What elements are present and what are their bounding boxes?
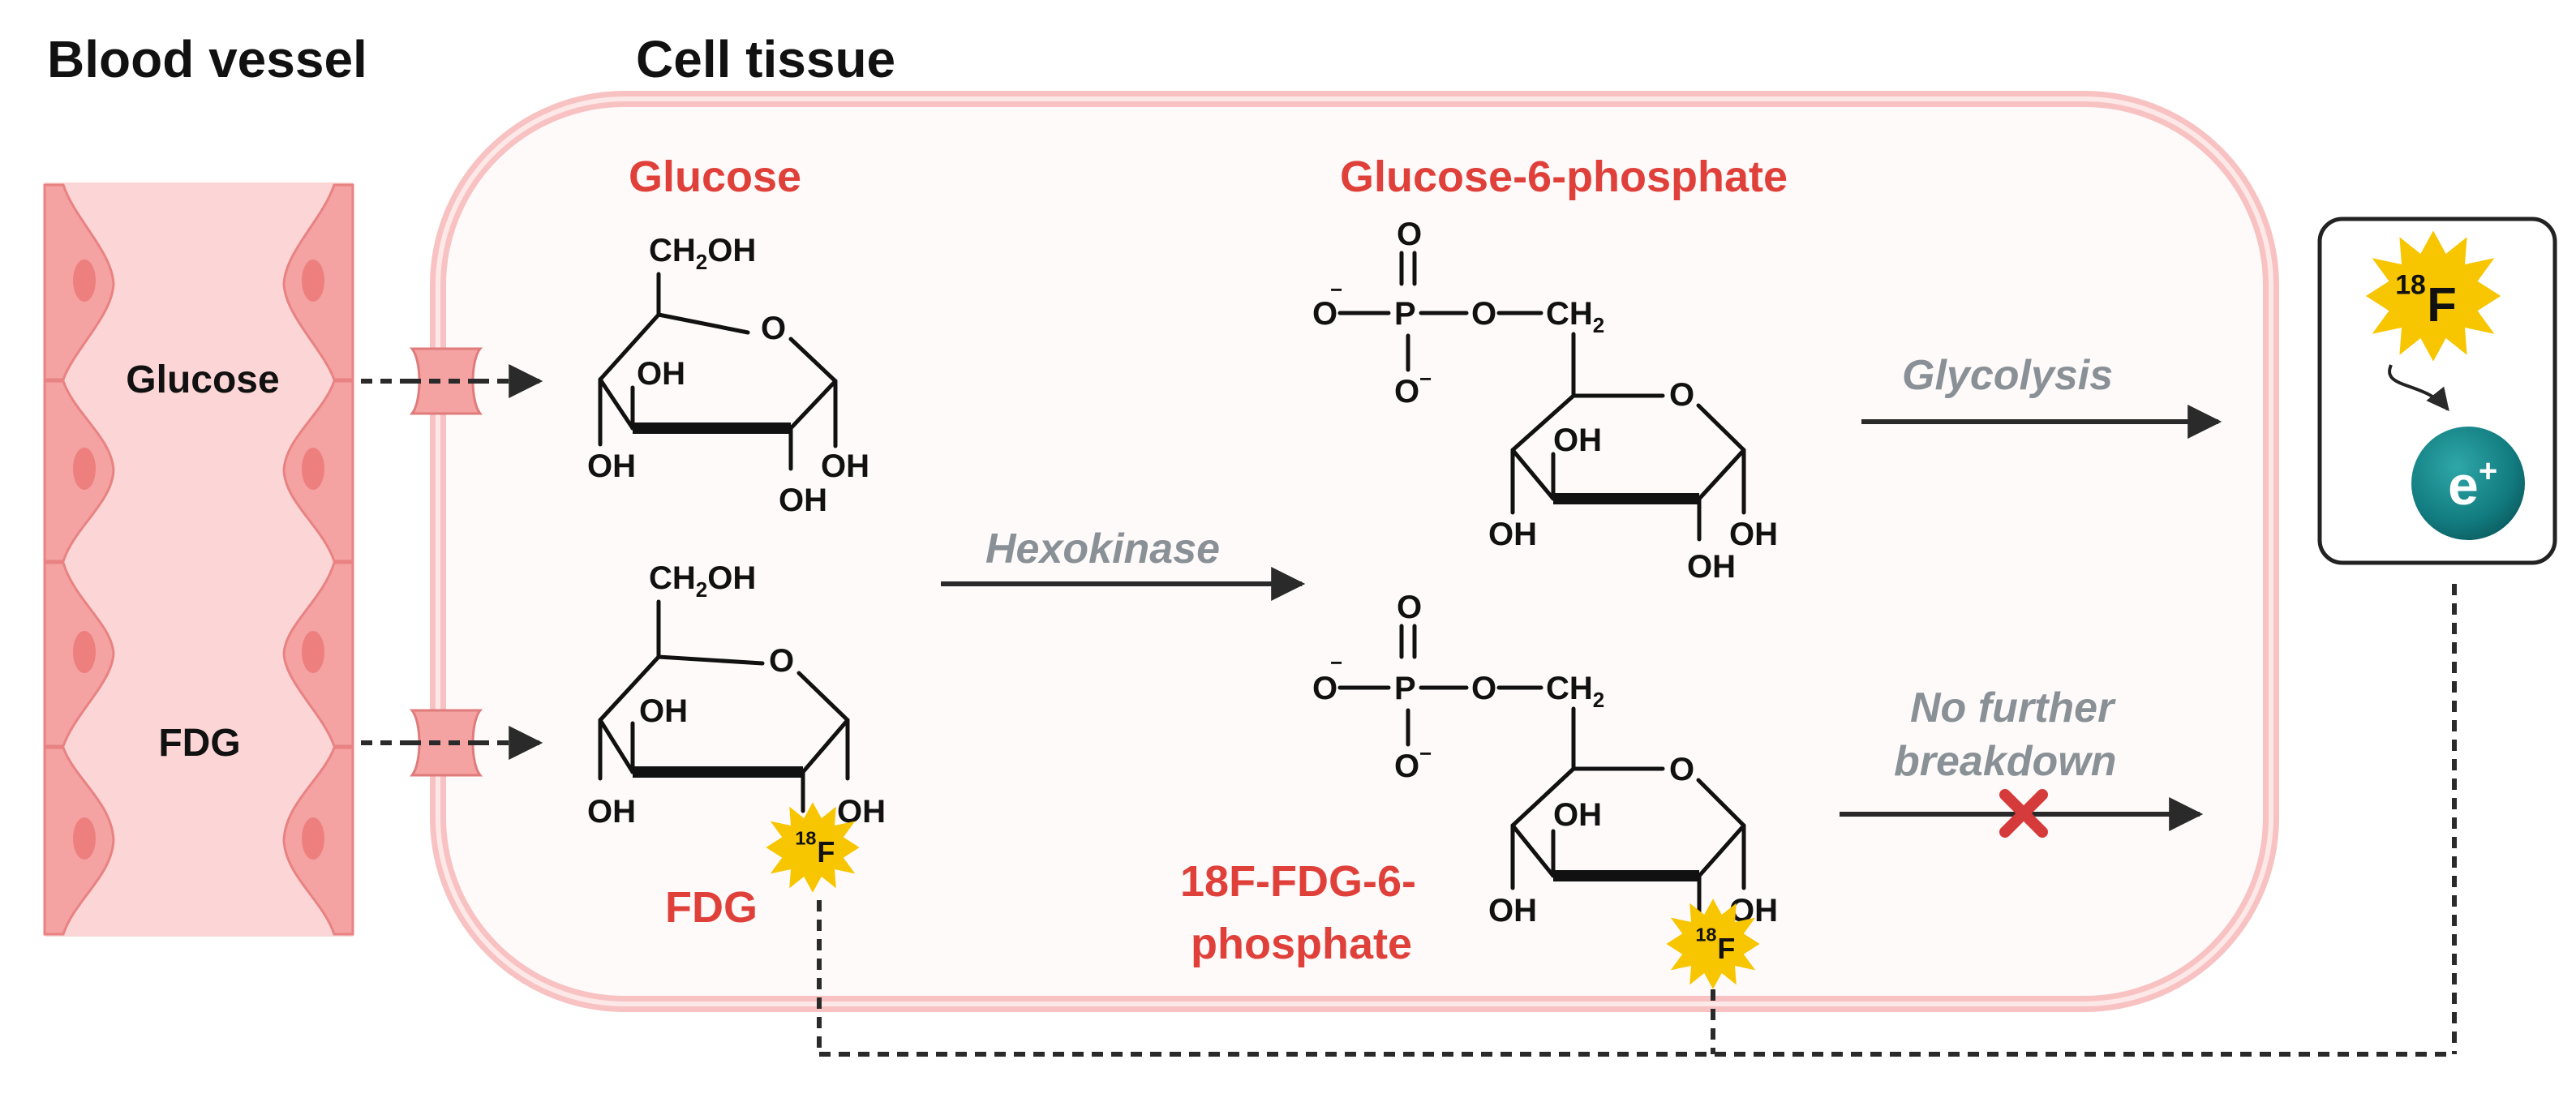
g6p-o-left: O: [1312, 296, 1337, 332]
g6p-ch2: CH2: [1546, 296, 1604, 337]
fdg6p-o-left: O: [1312, 671, 1337, 706]
glucose-ch2oh: CH2OH: [649, 233, 756, 274]
glucose-oh-inner: OH: [637, 356, 685, 392]
fdg6p-ch2: CH2: [1546, 671, 1604, 712]
blocked-cross-icon: [1999, 789, 2048, 838]
fdg6p-p: P: [1394, 671, 1416, 706]
svg-text:F: F: [817, 835, 835, 869]
detection-connector: [817, 584, 2457, 1057]
positron-symbol: e+: [2448, 453, 2497, 517]
fdg-molecule: CH2OH O OH OH OH 18 F FDG: [587, 560, 886, 932]
cell-tissue-heading: Cell tissue: [636, 30, 895, 88]
g6p-name: Glucose-6-phosphate: [1340, 152, 1788, 201]
hexokinase-label: Hexokinase: [985, 525, 1220, 573]
fdg-transport: [361, 709, 543, 777]
cell-membrane: [430, 91, 2279, 1012]
g6p-p: P: [1394, 296, 1416, 332]
g6p-o-link: O: [1471, 296, 1496, 332]
g6p-o-minus: −: [1330, 277, 1342, 302]
vessel-glucose-label: Glucose: [126, 358, 279, 401]
vessel-fdg-label: FDG: [158, 722, 240, 765]
svg-text:18: 18: [1695, 924, 1716, 945]
glucose-name: Glucose: [629, 152, 801, 201]
fluorine-18-star-icon: 18 F: [1666, 899, 1760, 989]
g6p-o-bottom: O: [1394, 374, 1419, 410]
fdg-ring-o: O: [769, 643, 794, 679]
fdg6p-oh-inner: OH: [1553, 797, 1602, 833]
fdg6p-oh-left: OH: [1488, 893, 1537, 929]
fluorine-18-star-icon: 18 F: [766, 802, 860, 893]
fdg6p-o-minus: −: [1330, 650, 1342, 675]
fdg6p-o-bottom: O: [1394, 748, 1419, 784]
blood-vessel: Glucose FDG: [43, 182, 354, 937]
svg-text:F: F: [1717, 932, 1735, 965]
g6p-oh-bottom: OH: [1687, 549, 1736, 585]
blocked-label-line2: breakdown: [1894, 738, 2117, 785]
fdg6p-o-link: O: [1471, 671, 1496, 706]
glucose-ring-o: O: [761, 311, 786, 346]
glucose-oh-left: OH: [587, 448, 636, 484]
fdg-ch2oh: CH2OH: [649, 560, 756, 602]
glucose-transport: [361, 347, 543, 415]
fdg6p-name-line2: phosphate: [1191, 920, 1412, 968]
g6p-o-minus-bottom: −: [1419, 367, 1432, 391]
fluorine-18-star-icon: 18 F: [2365, 230, 2501, 362]
fdg6p-o-top: O: [1397, 590, 1422, 625]
membrane-channel-icon: [409, 347, 483, 415]
positron-sphere-icon: [2411, 427, 2525, 540]
svg-text:F: F: [2427, 277, 2457, 332]
glucose-molecule: Glucose CH2OH O OH OH OH OH: [587, 152, 869, 518]
g6p-oh-inner: OH: [1553, 422, 1602, 458]
glycolysis-label: Glycolysis: [1902, 352, 2113, 399]
g6p-ring-o: O: [1669, 377, 1694, 413]
glucose-oh-right: OH: [821, 448, 869, 484]
blocked-label-line1: No further: [1910, 684, 2116, 731]
emission-arrow: [2388, 364, 2449, 412]
g6p-oh-right: OH: [1729, 517, 1778, 552]
fdg-6-phosphate-molecule: O − O P O CH2 O − O OH OH OH 18 F 18F-: [1180, 590, 1778, 989]
g6p-oh-left: OH: [1488, 517, 1537, 552]
vessel-nuclei: [73, 259, 324, 860]
glucose-6-phosphate-molecule: Glucose-6-phosphate O − O P O CH2 O − O …: [1312, 152, 1788, 585]
fdg-oh-inner: OH: [639, 693, 688, 729]
svg-text:18: 18: [795, 827, 816, 848]
svg-text:18: 18: [2395, 269, 2426, 300]
fdg6p-ring-o: O: [1669, 752, 1694, 787]
fdg-name: FDG: [665, 883, 758, 932]
fdg6p-o-minus-bottom: −: [1419, 741, 1432, 766]
fdg6p-name-line1: 18F-FDG-6-: [1180, 857, 1416, 906]
membrane-channel-icon: [409, 709, 483, 777]
positron-emission-panel: 18 F e+: [2317, 217, 2557, 565]
fdg-oh-left: OH: [587, 794, 636, 830]
glucose-oh-bottom: OH: [779, 483, 827, 518]
g6p-o-top: O: [1397, 217, 1422, 252]
blood-vessel-heading: Blood vessel: [47, 30, 367, 88]
